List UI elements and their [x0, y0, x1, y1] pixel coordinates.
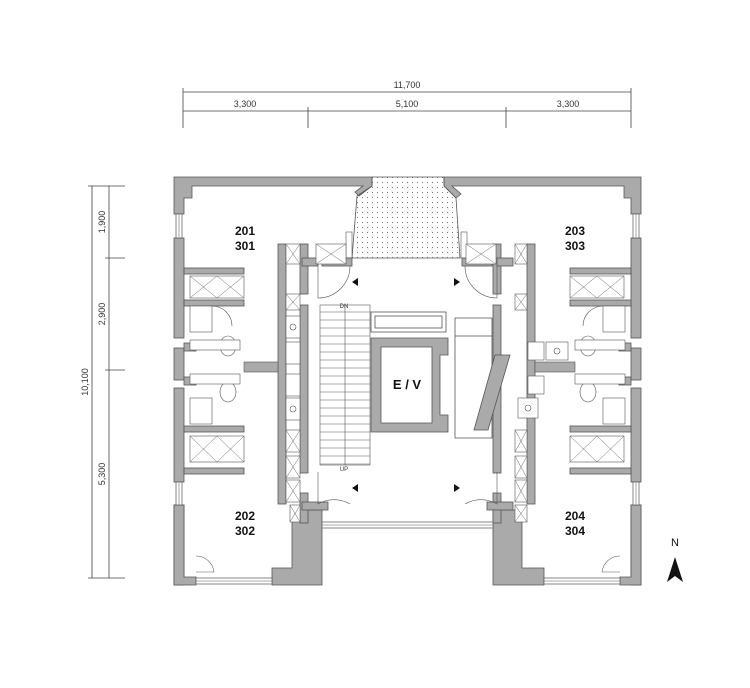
height-segment-bottom: 5,300: [97, 463, 107, 486]
stair-down-label: DN: [340, 304, 349, 310]
room-label-top: 201: [235, 224, 255, 238]
direction-markers: [352, 278, 460, 492]
window-lines: [178, 214, 637, 582]
north-label: N: [671, 537, 679, 549]
total-height-label: 10,100: [80, 368, 90, 396]
room-label-bottom: 303: [565, 239, 585, 253]
room-label-top: 204: [565, 509, 585, 523]
room-label-top: 203: [565, 224, 585, 238]
bathroom-left: [189, 305, 279, 425]
room-202-302: 202 302: [235, 509, 255, 538]
staircase: [319, 304, 371, 466]
left-dimensions: [88, 185, 125, 579]
doors: [195, 265, 621, 573]
width-segment-left: 3,300: [234, 99, 257, 109]
room-label-bottom: 304: [565, 524, 585, 538]
bathroom-right: [534, 305, 626, 425]
stair-treads: [320, 311, 370, 465]
closet-crosses: [189, 243, 625, 523]
room-204-304: 204 304: [565, 509, 585, 538]
north-arrow-icon: [667, 557, 683, 582]
width-segment-center: 5,100: [396, 99, 419, 109]
room-label-bottom: 302: [235, 524, 255, 538]
width-segment-right: 3,300: [557, 99, 580, 109]
void-window-left: [345, 231, 353, 259]
height-segment-top: 1,900: [97, 211, 107, 234]
top-void: [351, 176, 461, 259]
room-201-301: 201 301: [235, 224, 255, 253]
kitchen-sinks: [285, 315, 569, 421]
room-label-bottom: 301: [235, 239, 255, 253]
core-diagonal-wall: [473, 354, 511, 431]
elevator-label: E / V: [393, 377, 422, 392]
room-label-top: 202: [235, 509, 255, 523]
height-segment-middle: 2,900: [97, 303, 107, 326]
stair-up-label: UP: [340, 467, 348, 473]
room-203-303: 203 303: [565, 224, 585, 253]
elevator-core: [370, 311, 493, 439]
top-dimensions: [182, 88, 632, 128]
total-width-label: 11,700: [394, 80, 421, 90]
